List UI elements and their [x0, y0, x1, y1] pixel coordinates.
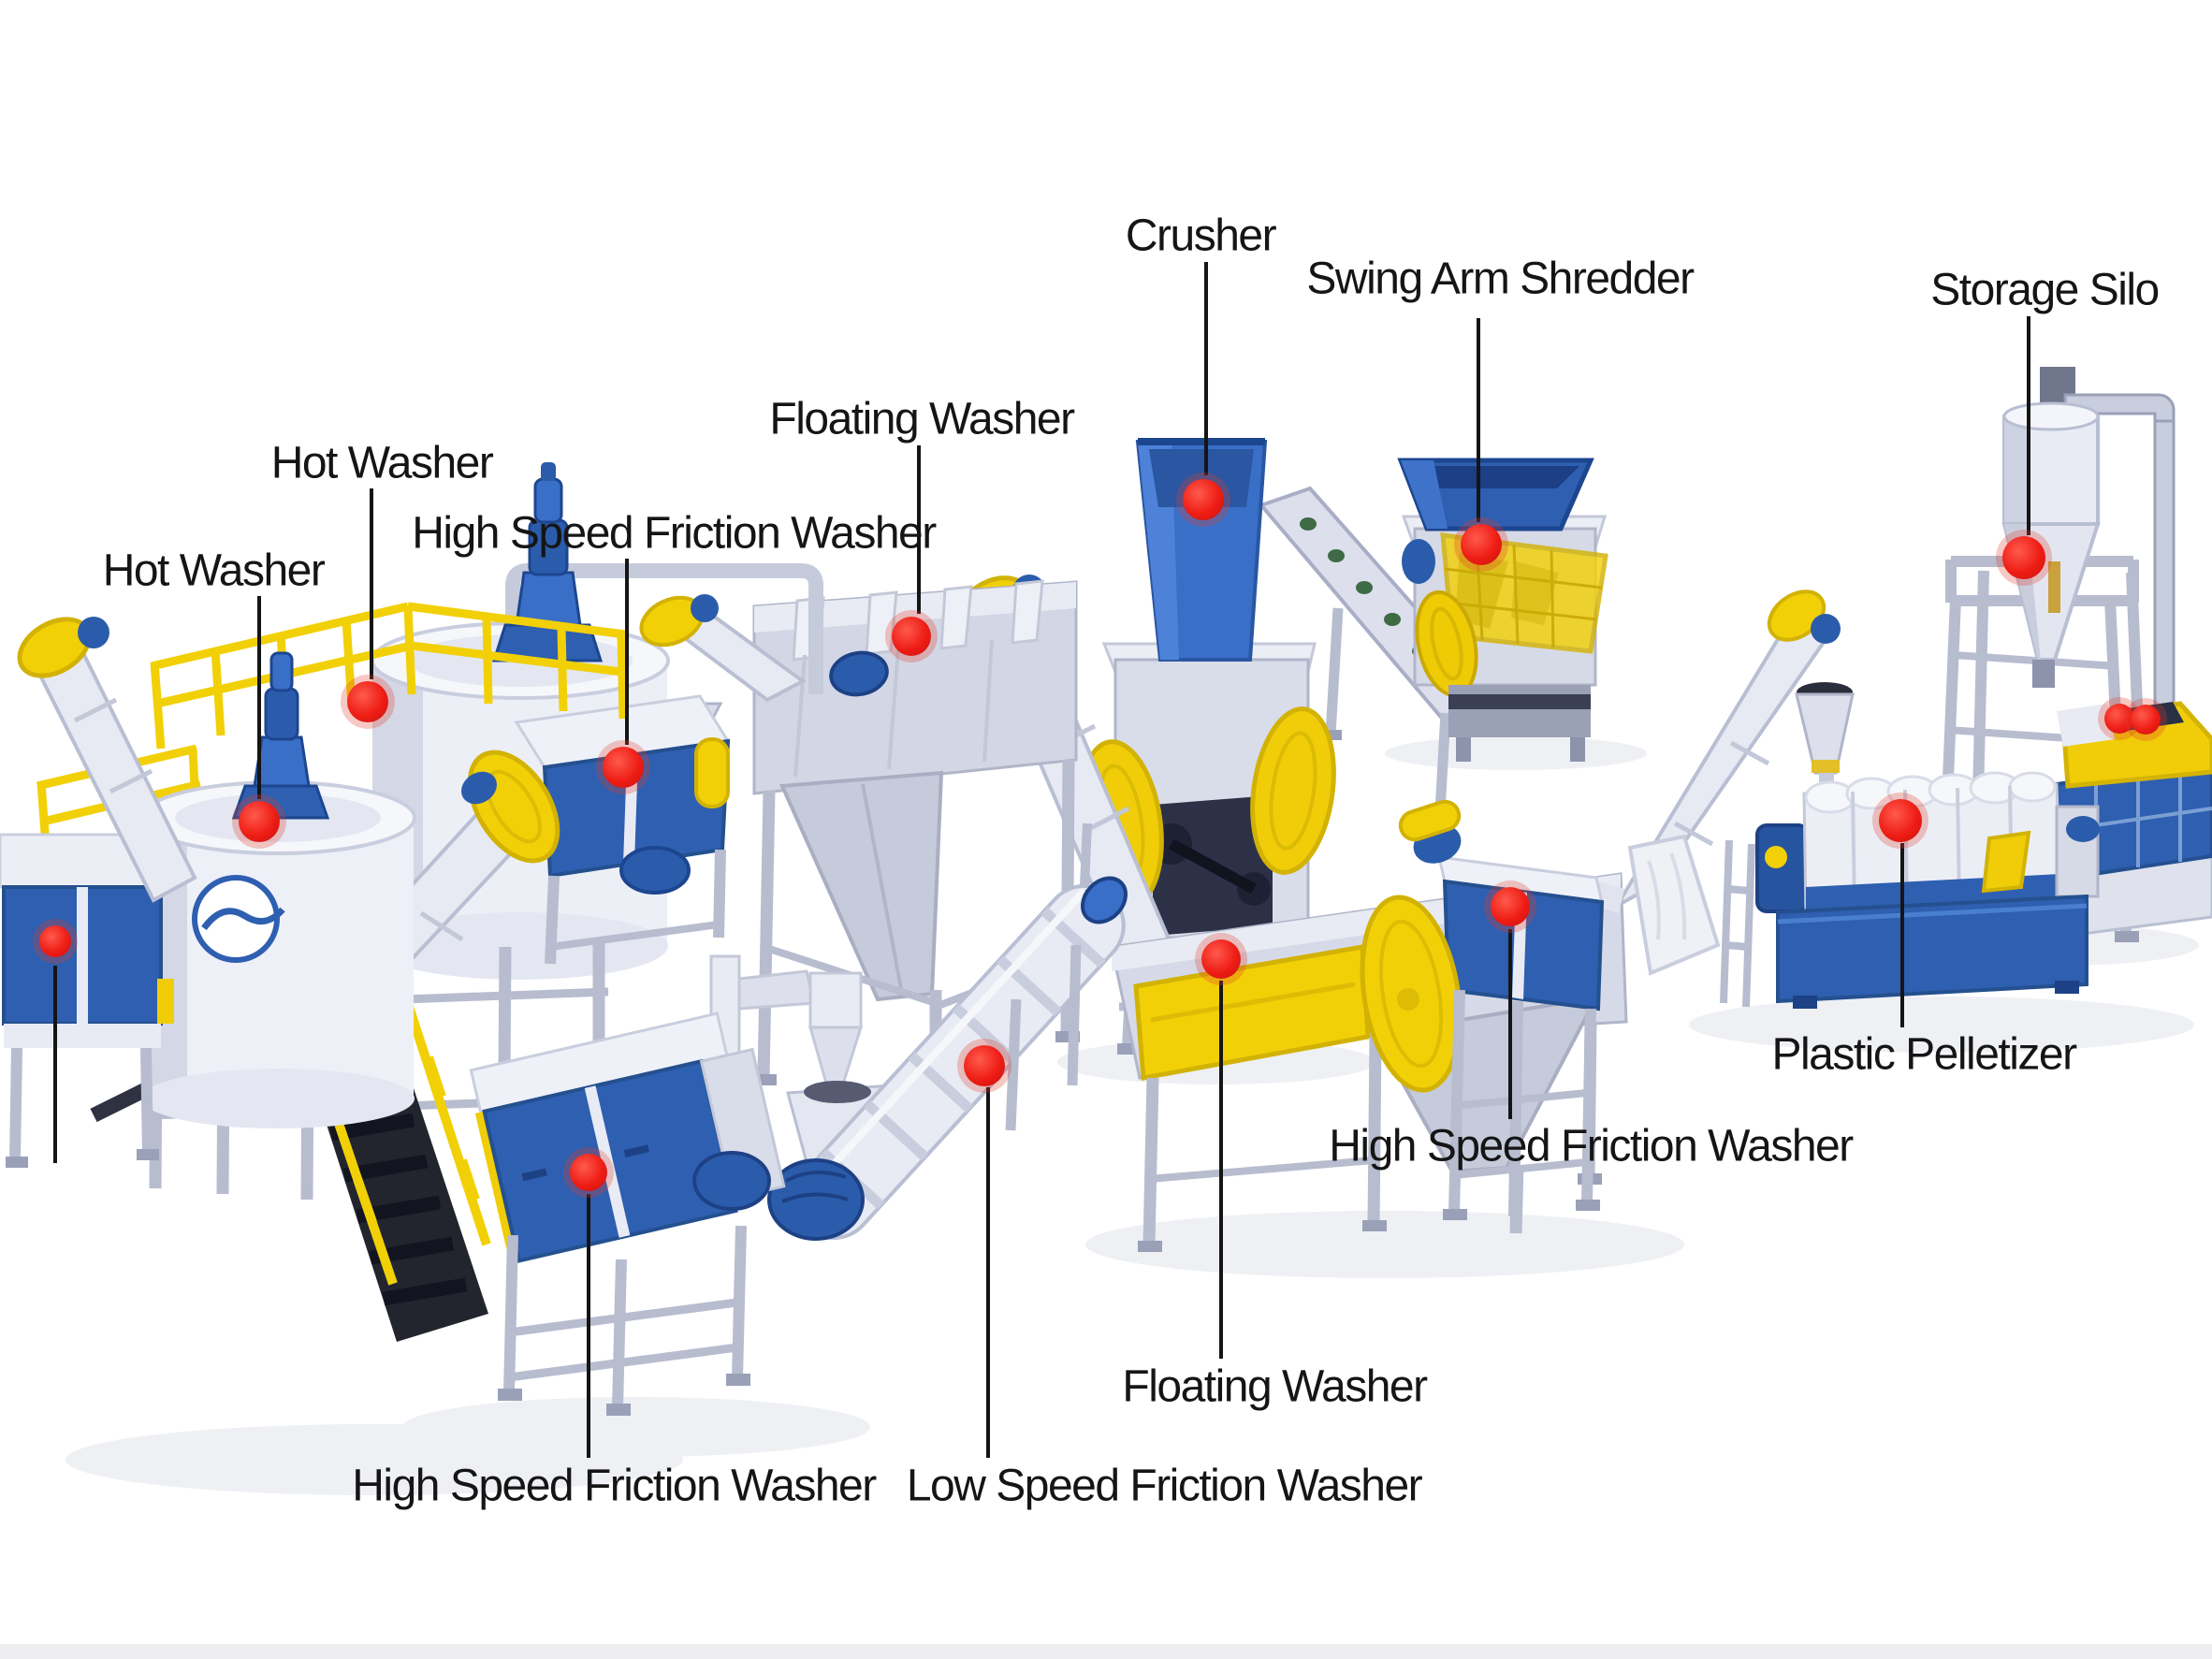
label-hot-washer-left: Hot Washer: [102, 546, 326, 596]
marker-dot-storage-silo[interactable]: [2002, 536, 2045, 579]
leader-line-crusher: [1204, 262, 1208, 475]
label-high-speed-friction-washer-top: High Speed Friction Washer: [412, 508, 937, 559]
leader-line-floating-washer-bottom: [1219, 981, 1223, 1359]
label-high-speed-friction-washer-bottom-right: High Speed Friction Washer: [1329, 1121, 1854, 1171]
leader-line-floating-washer-top: [917, 445, 921, 614]
leader-line-swing-arm-shredder: [1477, 318, 1480, 522]
marker-dot-floating-washer-top[interactable]: [892, 617, 931, 656]
machine-floating-washer-top: [752, 579, 1080, 1085]
leader-line-left-machine: [53, 966, 57, 1163]
marker-dot-plastic-pelletizer[interactable]: [1879, 799, 1922, 842]
leader-line-high-speed-friction-washer-bottom-right: [1508, 929, 1512, 1119]
machine-hot-washer-front: [139, 651, 416, 1128]
marker-dot-left-machine[interactable]: [39, 925, 71, 957]
leader-line-high-speed-friction-washer-top: [625, 559, 629, 745]
leader-line-hot-washer-left: [257, 596, 261, 799]
label-high-speed-friction-washer-bottom-left: High Speed Friction Washer: [352, 1461, 877, 1511]
label-hot-washer-top: Hot Washer: [270, 438, 494, 488]
marker-dot-swing-arm-shredder[interactable]: [1461, 524, 1502, 565]
pelletizer-base: [1776, 894, 2088, 1004]
leader-line-storage-silo: [2027, 316, 2030, 535]
label-floating-washer-bottom: Floating Washer: [1122, 1361, 1428, 1412]
label-low-speed-friction-washer: Low Speed Friction Washer: [906, 1461, 1423, 1511]
floating-washer-yellow-panel: [1133, 944, 1371, 1081]
label-floating-washer-top: Floating Washer: [769, 394, 1075, 444]
marker-dot-high-speed-friction-washer-top[interactable]: [603, 747, 644, 788]
ground-shadows: [65, 736, 2199, 1495]
machine-low-speed-friction-washer: [709, 876, 1128, 1241]
machine-high-speed-friction-washer-bottom-left: [469, 1011, 786, 1416]
machine-high-speed-friction-washer-bottom-right: [1360, 799, 1624, 1220]
bottom-edge-strip: [0, 1644, 2212, 1659]
label-plastic-pelletizer: Plastic Pelletizer: [1771, 1029, 2077, 1080]
label-storage-silo: Storage Silo: [1930, 265, 2160, 315]
label-swing-arm-shredder: Swing Arm Shredder: [1306, 254, 1695, 304]
marker-dot-hot-washer-left[interactable]: [239, 801, 280, 842]
marker-dot-hot-washer-top[interactable]: [347, 681, 388, 722]
leader-line-plastic-pelletizer: [1900, 843, 1904, 1027]
marker-dot-high-speed-friction-washer-bottom-right[interactable]: [1491, 887, 1530, 926]
leader-line-low-speed-friction-washer: [986, 1087, 990, 1458]
marker-dot-pellet-tank-2[interactable]: [2131, 705, 2161, 735]
marker-dot-high-speed-friction-washer-bottom-left[interactable]: [570, 1154, 607, 1191]
marker-dot-pellet-tank-1[interactable]: [2104, 704, 2134, 734]
leader-line-high-speed-friction-washer-bottom-left: [587, 1194, 590, 1458]
cyclone-outlet: [2032, 660, 2055, 688]
leader-line-hot-washer-top: [370, 488, 373, 679]
machine-storage-silo: [1930, 367, 2176, 942]
marker-dot-floating-washer-bottom[interactable]: [1201, 939, 1241, 979]
marker-dot-crusher[interactable]: [1183, 479, 1224, 520]
machine-left-friction-washer: [0, 617, 197, 1168]
marker-dot-low-speed-friction-washer[interactable]: [964, 1045, 1005, 1086]
pipe-arch: [505, 563, 823, 779]
lsfw-motor: [767, 1158, 865, 1241]
machine-plastic-pelletizer: [1611, 589, 2100, 1009]
label-crusher: Crusher: [1125, 211, 1277, 261]
